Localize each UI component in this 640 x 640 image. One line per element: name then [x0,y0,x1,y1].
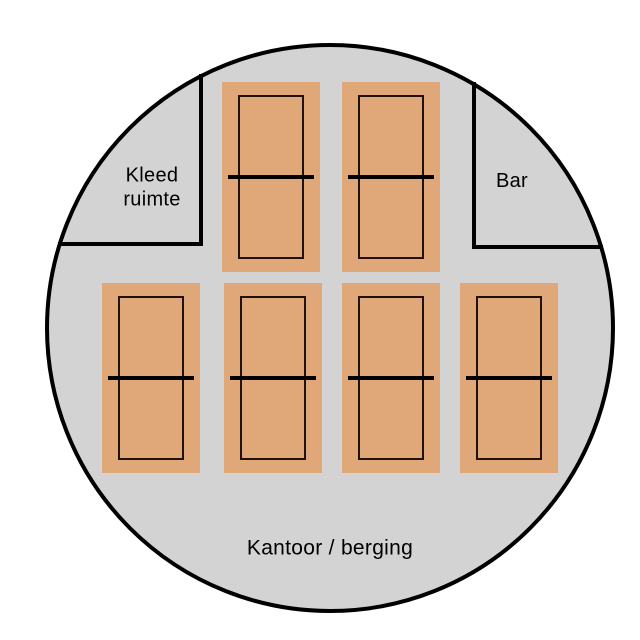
court-top-2 [342,82,440,272]
bar-label: Bar [495,170,529,193]
kantoor-berging-label: Kantoor / berging [246,536,414,560]
court-bottom-1-net [108,376,194,380]
court-bottom-2 [224,283,322,473]
kleedruimte-label: Kleed ruimte [123,164,181,210]
court-bottom-1 [102,283,200,473]
kleedruimte-wall [58,74,203,246]
court-bottom-3 [342,283,440,473]
court-top-2-net [348,175,434,179]
court-top-1-net [228,175,314,179]
bar-wall [472,82,603,249]
court-bottom-4 [460,283,558,473]
court-top-1 [222,82,320,272]
court-bottom-4-net [466,376,552,380]
court-bottom-3-net [348,376,434,380]
court-bottom-2-net [230,376,316,380]
